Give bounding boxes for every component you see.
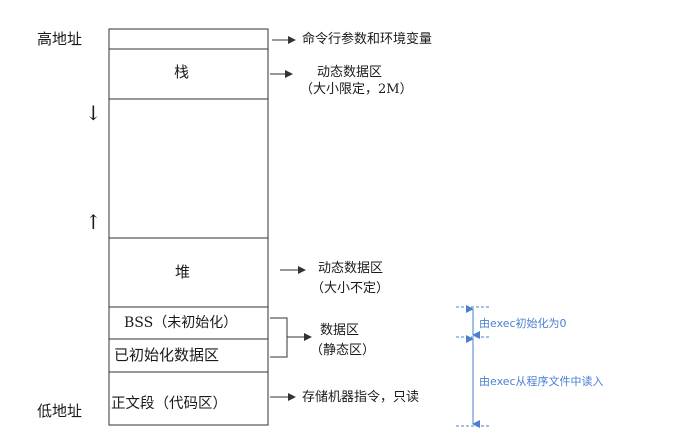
note-heap-size: （大小不定） — [311, 281, 390, 296]
high-address-label: 高地址 — [37, 30, 83, 48]
note-static-title: 数据区 — [320, 323, 360, 338]
bracket-static — [270, 317, 288, 358]
memory-column — [108, 28, 269, 426]
low-address-label: 低地址 — [37, 402, 83, 420]
exec-note-zero-init: 由exec初始化为0 — [479, 317, 567, 330]
note-stack-title: 动态数据区 — [317, 65, 383, 80]
note-heap-title: 动态数据区 — [318, 261, 384, 276]
note-stack-size: （大小限定，2M） — [300, 82, 413, 97]
segment-text: 正文段（代码区） — [111, 396, 227, 412]
note-cmdline: 命令行参数和环境变量 — [302, 32, 433, 47]
stack-grows-down-arrow: ↓ — [85, 101, 102, 125]
note-static-sub: （静态区） — [310, 343, 376, 358]
segment-heap: 堆 — [175, 263, 191, 281]
exec-note-read-file: 由exec从程序文件中读入 — [479, 375, 604, 388]
segment-stack: 栈 — [174, 63, 190, 81]
heap-grows-up-arrow: ↑ — [85, 210, 102, 234]
note-text: 存储机器指令，只读 — [302, 390, 420, 405]
segment-bss: BSS（未初始化） — [124, 315, 238, 331]
segment-data: 已初始化数据区 — [114, 346, 220, 364]
